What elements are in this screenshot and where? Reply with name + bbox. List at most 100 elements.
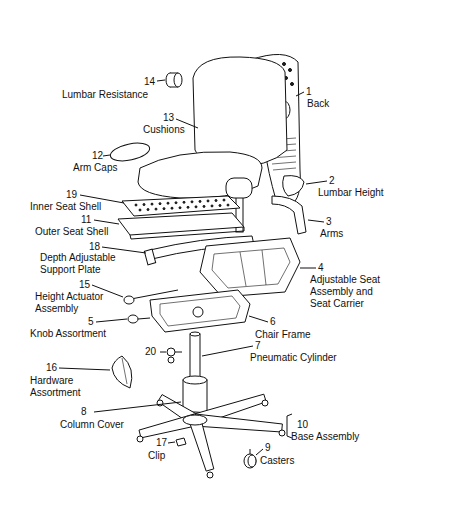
lumbar-ribs [273, 168, 296, 170]
hardware-leaf [122, 358, 127, 384]
shell-holes [211, 205, 213, 207]
shell-holes [215, 200, 217, 202]
callout-number: 6 [270, 316, 276, 328]
base [279, 430, 285, 436]
leader-line [94, 402, 181, 412]
part-name: Clip [148, 450, 165, 462]
part-name: Knob Assortment [30, 328, 106, 340]
caster [250, 449, 251, 454]
callout-number: 1 [306, 86, 312, 98]
seat-cushion [138, 152, 262, 198]
part-name: Arms [320, 228, 343, 240]
part-name: Outer Seat Shell [35, 226, 108, 238]
arm-cap [109, 140, 151, 164]
leader-line [103, 155, 110, 156]
callout-number: 12 [92, 150, 103, 162]
leader-line [96, 319, 127, 322]
part-name: Base Assembly [291, 431, 359, 443]
shell-holes [191, 201, 193, 203]
callout-number: 18 [89, 241, 100, 253]
back-shell [289, 69, 292, 72]
back-shell [291, 83, 294, 86]
height-actuator [124, 296, 134, 304]
right-arm [272, 196, 306, 234]
leader-line [160, 352, 166, 353]
leader-line [168, 442, 175, 443]
depth-support-plate [144, 249, 155, 265]
part-name: Pneumatic Cylinder [250, 352, 337, 364]
leader-line [59, 368, 110, 370]
caster [248, 455, 256, 467]
callout-number: 9 [265, 442, 271, 454]
callout-number: 15 [79, 279, 90, 291]
part-name: Column Cover [60, 419, 124, 431]
callout-number: 8 [81, 406, 87, 418]
part-name: Height Actuator Assembly [35, 291, 117, 315]
knob [128, 315, 138, 323]
shell-holes [135, 204, 137, 206]
shell-holes [167, 202, 169, 204]
base [189, 418, 214, 471]
seat-carrier [262, 250, 266, 285]
clip [176, 438, 186, 446]
shell-holes [195, 206, 197, 208]
part-20 [168, 357, 174, 363]
part-20 [167, 348, 182, 363]
shell-holes [155, 208, 157, 210]
lumbar-height-slider [283, 176, 304, 196]
base [195, 414, 283, 432]
part-name: Back [307, 98, 329, 110]
shell-holes [227, 204, 229, 206]
seat-carrier [240, 252, 246, 286]
caster [244, 454, 256, 468]
leader-line [157, 80, 165, 81]
seat-cushion [138, 152, 262, 198]
part-name: Arm Caps [73, 162, 117, 174]
leader-line [256, 449, 263, 455]
seat-carrier [200, 238, 300, 297]
shell-holes [179, 207, 181, 209]
lumbar-resistance-knob [166, 73, 182, 87]
lumbar-ribs [272, 162, 296, 164]
shell-holes [159, 203, 161, 205]
part-name: Adjustable Seat Assembly and Seat Carrie… [310, 274, 390, 310]
pneumatic-cylinder [190, 332, 200, 380]
chair-frame [150, 290, 250, 332]
arm-cap [109, 140, 151, 164]
hardware-leaf [112, 356, 132, 388]
seat-carrier [212, 248, 290, 288]
lumbar-height-slider [283, 176, 304, 196]
outer-seat-shell [118, 213, 244, 239]
seat-carrier [200, 238, 300, 297]
shell-holes [223, 199, 225, 201]
pneumatic-cylinder [190, 334, 200, 380]
left-arm [226, 178, 252, 198]
part-20 [175, 352, 182, 353]
inner-seat-shell [122, 196, 240, 216]
callout-number: 19 [66, 189, 77, 201]
shell-holes [163, 208, 165, 210]
shell-holes [171, 207, 173, 209]
leader-line [202, 346, 253, 356]
lumbar-resistance-knob [174, 73, 182, 87]
leader-line [300, 268, 316, 269]
outer-seat-shell [118, 213, 244, 235]
part-name: Hardware Assortment [30, 375, 102, 399]
callout-number: 7 [255, 340, 261, 352]
knob [128, 315, 150, 323]
part-name: Depth Adjustable Support Plate [40, 252, 130, 276]
inner-seat-shell [122, 196, 240, 216]
part-name: Lumbar Height [318, 187, 384, 199]
back-cushion [193, 57, 287, 166]
leader-line [249, 316, 268, 322]
shell-holes [175, 202, 177, 204]
shell-holes [135, 199, 229, 211]
callout-number: 16 [46, 362, 57, 374]
shell-holes [143, 204, 145, 206]
back-cushion [193, 57, 287, 166]
knob [138, 318, 150, 319]
chair-frame [150, 290, 250, 332]
shell-holes [139, 209, 141, 211]
